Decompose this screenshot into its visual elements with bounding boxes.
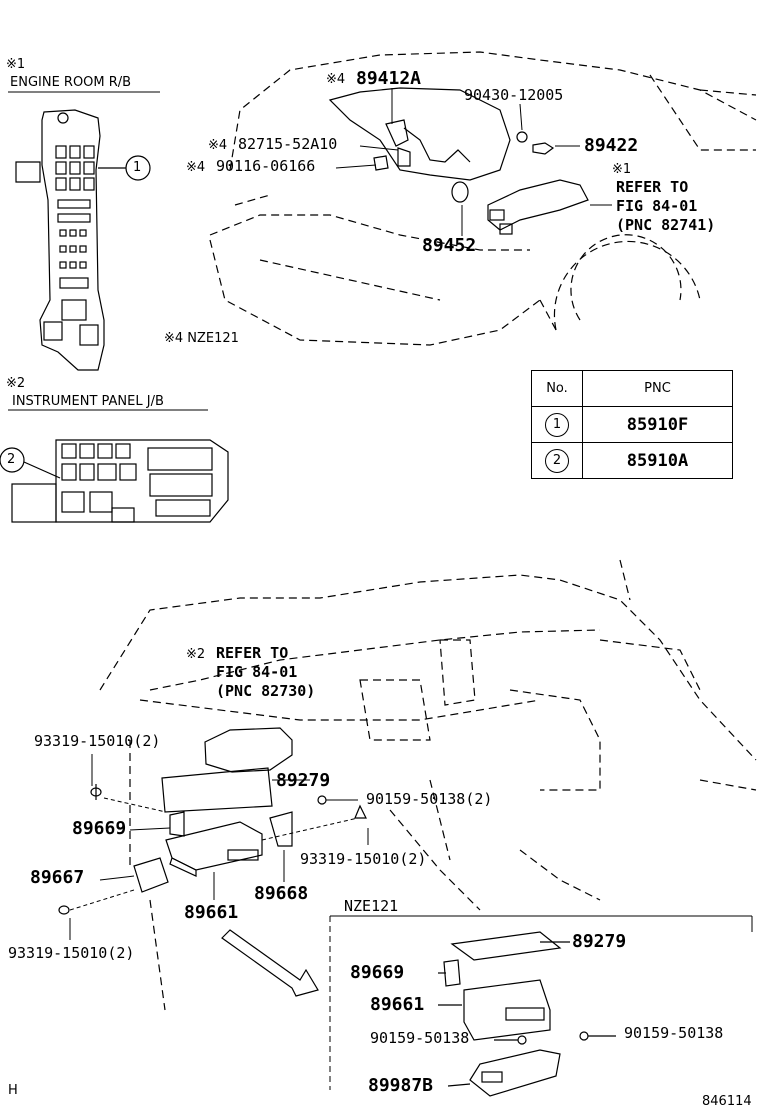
part-89279-a: 89279 [276, 770, 331, 791]
dashboard-outline [99, 559, 757, 1011]
engine-room-mark: ※1 [6, 57, 26, 72]
pnc-row-value: 85910F [582, 406, 733, 443]
dashboard-leader-lines [69, 754, 369, 940]
part-90430-12005: 90430-12005 [464, 86, 564, 104]
instrument-mark: ※2 [6, 376, 26, 391]
figure-number: 846114 [702, 1094, 752, 1109]
table-row: 1 85910F [531, 406, 733, 443]
part-82715-52A10: 82715-52A10 [238, 135, 338, 153]
pnc-row-value: 85910A [582, 442, 733, 479]
part-89661-a: 89661 [184, 902, 239, 923]
pnc-table: No. PNC 1 85910F 2 85910A [531, 370, 733, 479]
refer-2-line2: FIG 84-01 [216, 663, 298, 681]
engine-leader-lines [335, 88, 612, 236]
part-93319-15010-c: 93319-15010(2) [8, 944, 135, 962]
nze-note: ※4 NZE121 [164, 331, 239, 346]
pnc-row-no-circle: 1 [545, 412, 569, 437]
part-89987B: 89987B [368, 1075, 434, 1096]
callout-number-1: 1 [133, 160, 142, 175]
mark-4-a: ※4 [326, 72, 346, 87]
refer-1-line3: (PNC 82741) [616, 216, 716, 234]
part-90159-50138-c: 90159-50138 [624, 1024, 724, 1042]
part-89412A: 89412A [356, 68, 422, 89]
instrument-panel-label: INSTRUMENT PANEL J/B [12, 394, 164, 409]
callout-circle-2 [0, 447, 25, 473]
part-89668: 89668 [254, 883, 309, 904]
part-90159-50138-a: 90159-50138(2) [366, 790, 493, 808]
nze121-label: NZE121 [344, 897, 399, 915]
engine-room-relay-block [15, 109, 126, 371]
ecu-and-brackets [58, 727, 367, 915]
letter-h: H [8, 1083, 18, 1098]
mark-4-b: ※4 [208, 138, 228, 153]
callout-number-2: 2 [7, 452, 16, 467]
pnc-header-no: No. [531, 370, 583, 407]
refer-2-mark: ※2 [186, 647, 206, 662]
part-93319-15010-b: 93319-15010(2) [300, 850, 427, 868]
part-90159-50138-b: 90159-50138 [370, 1029, 470, 1047]
part-89452: 89452 [422, 235, 477, 256]
part-93319-15010-a: 93319-15010(2) [34, 732, 161, 750]
part-90116-06166: 90116-06166 [216, 157, 316, 175]
nze121-inset [329, 915, 753, 1097]
pnc-table-header: No. PNC [531, 370, 733, 407]
part-89422: 89422 [584, 135, 639, 156]
direction-arrow [221, 929, 319, 997]
refer-2-line3: (PNC 82730) [216, 682, 316, 700]
refer-2-line1: REFER TO [216, 644, 289, 662]
engine-sensor-parts [328, 87, 589, 235]
callout-circle-1 [125, 155, 151, 181]
table-row: 2 85910A [531, 442, 733, 479]
part-89279-b: 89279 [572, 931, 627, 952]
pnc-row-no-circle: 2 [545, 448, 569, 473]
refer-1-line2: FIG 84-01 [616, 197, 698, 215]
front-car-body-outline [209, 51, 757, 346]
instrument-panel-junction-block [8, 409, 229, 523]
pnc-header-pnc: PNC [582, 370, 733, 407]
mark-4-c: ※4 [186, 160, 206, 175]
engine-room-label: ENGINE ROOM R/B [10, 75, 132, 90]
pnc-row-no: 2 [531, 442, 583, 479]
part-89669-a: 89669 [72, 818, 127, 839]
part-89669-b: 89669 [350, 962, 405, 983]
part-89661-b: 89661 [370, 994, 425, 1015]
refer-1-line1: REFER TO [616, 178, 689, 196]
part-89667: 89667 [30, 867, 85, 888]
refer-1-mark: ※1 [612, 162, 632, 177]
pnc-row-no: 1 [531, 406, 583, 443]
